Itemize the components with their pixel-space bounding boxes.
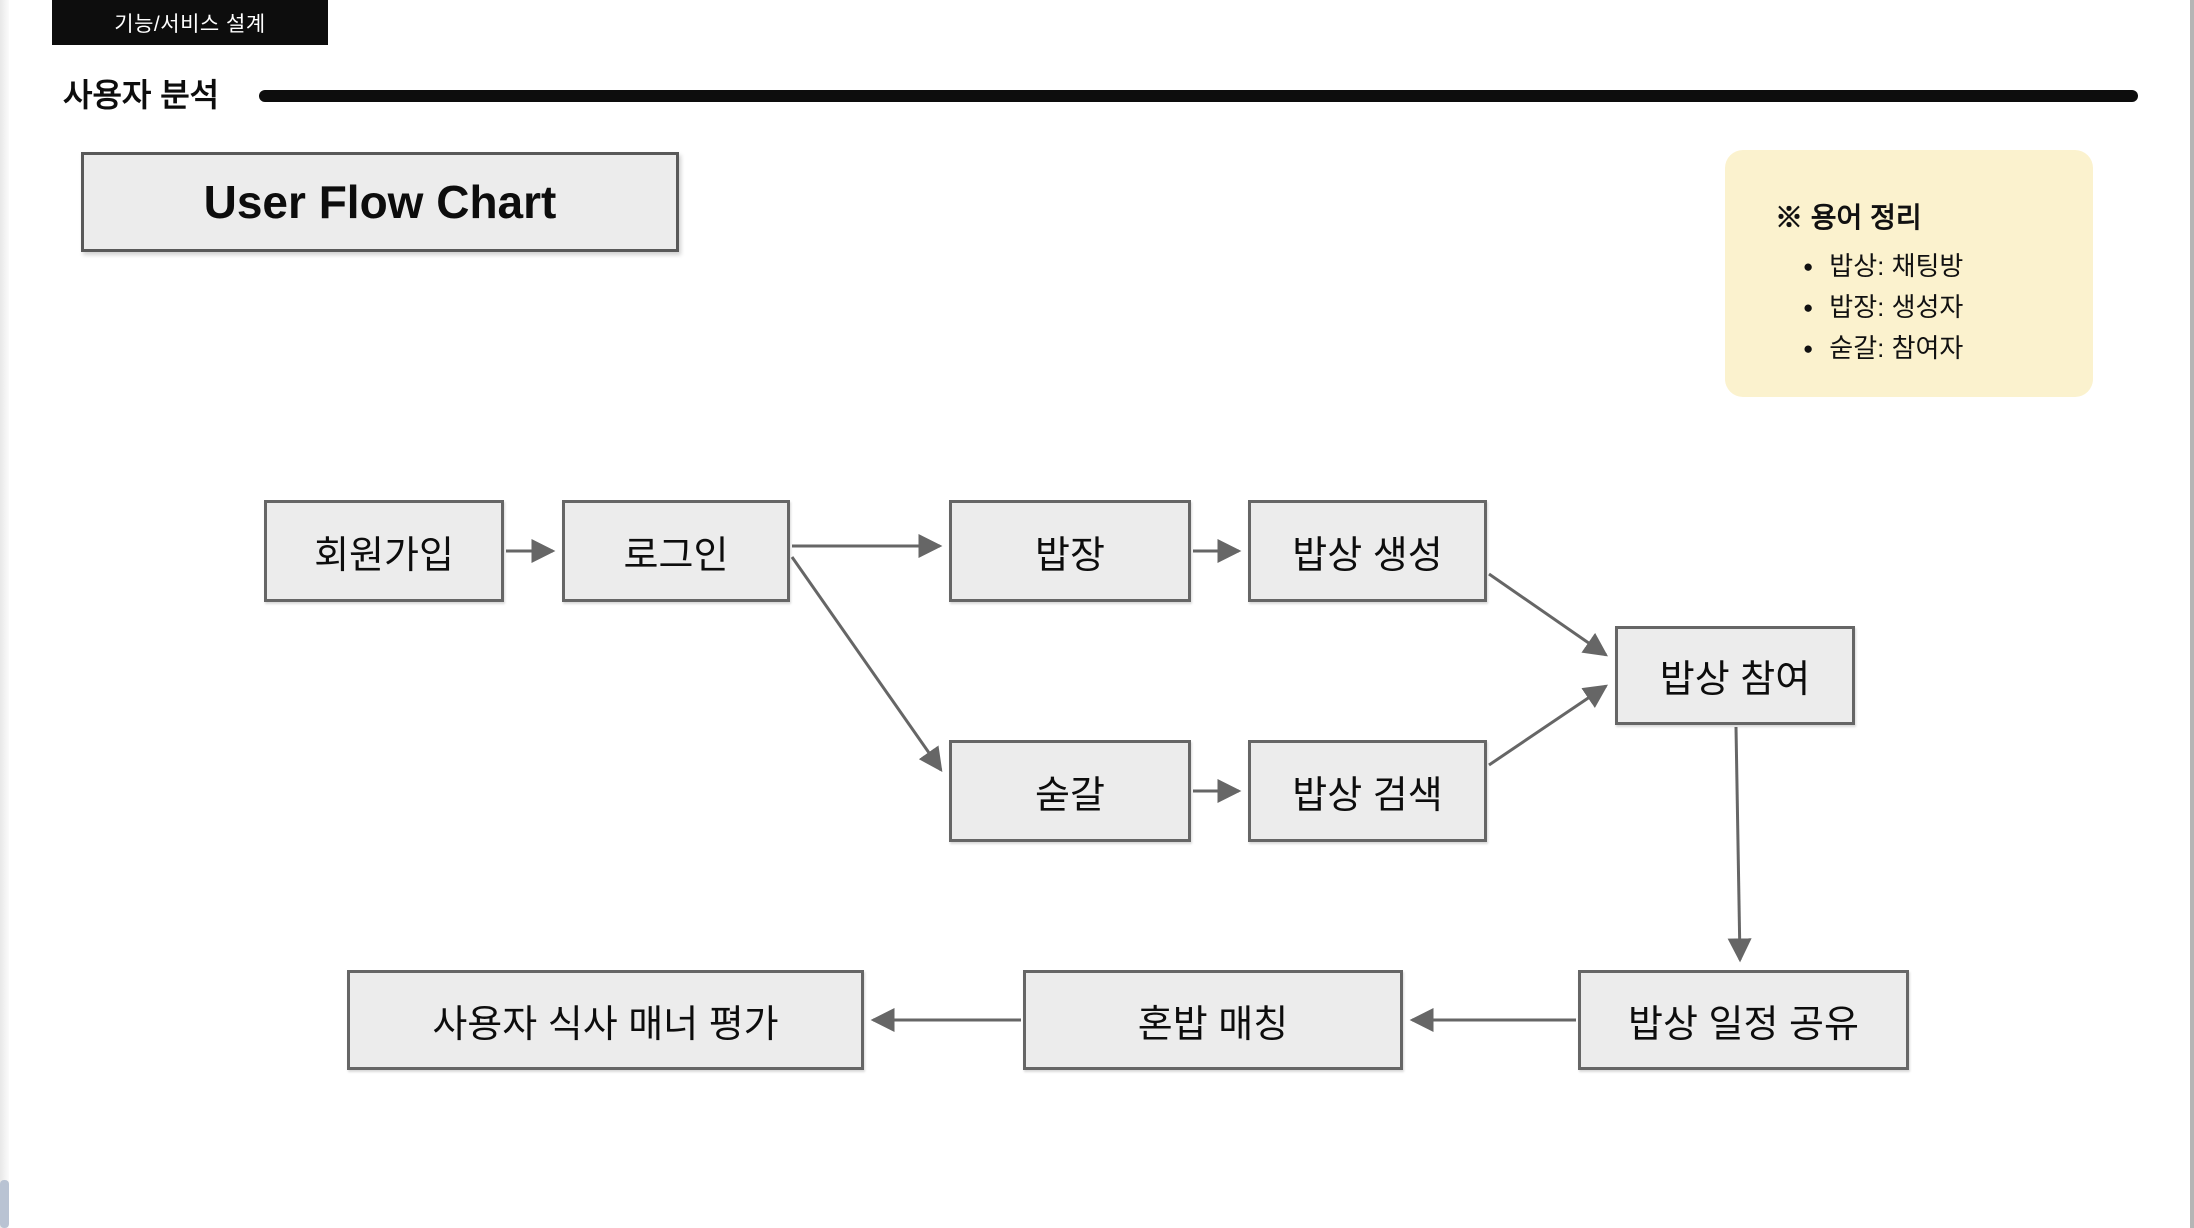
flow-node-label: 밥장 bbox=[1035, 534, 1105, 577]
right-window-border bbox=[2190, 0, 2194, 1228]
left-scrollbar-track[interactable] bbox=[0, 0, 9, 1228]
flow-node-label: 밥상 생성 bbox=[1292, 534, 1443, 577]
heading-divider bbox=[259, 90, 2138, 102]
chart-title-box: User Flow Chart bbox=[81, 152, 679, 252]
flow-arrow-table-create-to-table-join bbox=[1488, 572, 1608, 657]
legend-item: ● 밥장: 생성자 bbox=[1803, 287, 2093, 328]
flow-node-schedule-share: 밥상 일정 공유 bbox=[1578, 970, 1909, 1070]
bullet-icon: ● bbox=[1803, 339, 1814, 358]
legend-title: ※ 용어 정리 bbox=[1775, 202, 1922, 233]
flow-node-table-search: 밥상 검색 bbox=[1248, 740, 1487, 842]
flow-node-honbap-match: 혼밥 매칭 bbox=[1023, 970, 1403, 1070]
legend-list: ● 밥상: 채팅방 ● 밥장: 생성자 ● 숟갈: 참여자 bbox=[1775, 246, 2093, 369]
flow-node-sutgal: 숟갈 bbox=[949, 740, 1191, 842]
flow-node-label: 로그인 bbox=[623, 534, 729, 577]
legend-item-label: 밥장: 생성자 bbox=[1829, 292, 1964, 322]
flow-arrow-table-search-to-table-join bbox=[1488, 684, 1608, 767]
flow-node-table-create: 밥상 생성 bbox=[1248, 500, 1487, 602]
left-scrollbar-thumb[interactable] bbox=[0, 1180, 9, 1228]
flow-node-label: 밥상 검색 bbox=[1292, 774, 1443, 817]
chart-title: User Flow Chart bbox=[203, 176, 557, 228]
legend-item-label: 숟갈: 참여자 bbox=[1829, 333, 1964, 363]
flow-node-manner-eval: 사용자 식사 매너 평가 bbox=[347, 970, 864, 1070]
flow-node-label: 회원가입 bbox=[314, 534, 454, 577]
flow-node-label: 숟갈 bbox=[1035, 774, 1105, 817]
flow-node-login: 로그인 bbox=[562, 500, 790, 602]
section-tag: 기능/서비스 설계 bbox=[52, 0, 328, 45]
flow-arrow-table-join-to-schedule-share bbox=[1727, 726, 1752, 963]
bullet-icon: ● bbox=[1803, 257, 1814, 276]
legend-item: ● 숟갈: 참여자 bbox=[1803, 328, 2093, 369]
flow-node-label: 밥상 참여 bbox=[1659, 659, 1811, 701]
section-heading: 사용자 분석 bbox=[63, 77, 220, 113]
legend-note: ※ 용어 정리 ● 밥상: 채팅방 ● 밥장: 생성자 ● 숟갈: 참여자 bbox=[1725, 150, 2093, 397]
legend-item-label: 밥상: 채팅방 bbox=[1829, 251, 1964, 281]
flow-node-label: 사용자 식사 매너 평가 bbox=[432, 1003, 779, 1046]
bullet-icon: ● bbox=[1803, 298, 1814, 317]
flow-node-label: 밥상 일정 공유 bbox=[1628, 1003, 1859, 1046]
legend-item: ● 밥상: 채팅방 bbox=[1803, 246, 2093, 287]
section-tag-label: 기능/서비스 설계 bbox=[114, 12, 266, 36]
flow-node-label: 혼밥 매칭 bbox=[1137, 1003, 1289, 1046]
flow-node-signup: 회원가입 bbox=[264, 500, 504, 602]
flow-node-table-join: 밥상 참여 bbox=[1615, 626, 1855, 725]
flow-arrow-login-to-sutgal bbox=[790, 556, 943, 772]
flow-node-bapjang: 밥장 bbox=[949, 500, 1191, 602]
